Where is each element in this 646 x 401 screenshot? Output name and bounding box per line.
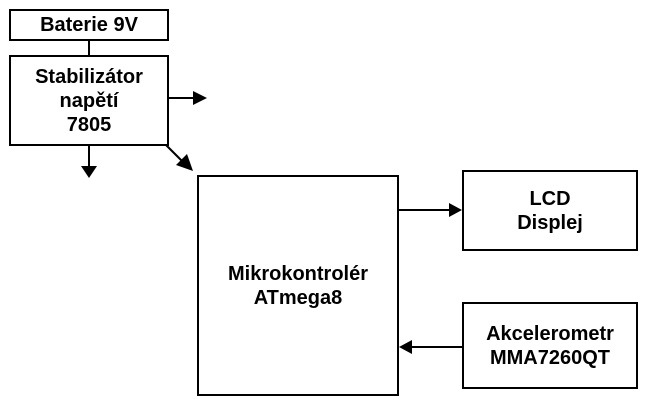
battery-block: Baterie 9V	[9, 9, 169, 41]
microcontroller-block: Mikrokontrolér ATmega8	[197, 175, 399, 396]
regulator-to-mcu-arrow	[165, 144, 193, 171]
mcu-to-lcd-arrow	[398, 203, 462, 217]
regulator-output-right-arrow	[168, 91, 207, 105]
accelerometer-block: Akcelerometr MMA7260QT	[462, 302, 638, 389]
battery-label: Baterie 9V	[40, 14, 138, 36]
regulator-output-down-arrow	[81, 145, 97, 178]
accelerometer-label: Akcelerometr MMA7260QT	[486, 322, 614, 369]
microcontroller-label: Mikrokontrolér ATmega8	[227, 262, 369, 309]
voltage-regulator-block: Stabilizátor napětí 7805	[9, 55, 169, 146]
accelerometer-to-mcu-arrow	[399, 340, 462, 354]
voltage-regulator-label: Stabilizátor napětí 7805	[35, 65, 143, 136]
lcd-display-block: LCD Displej	[462, 170, 638, 251]
lcd-display-label: LCD Displej	[517, 187, 583, 234]
